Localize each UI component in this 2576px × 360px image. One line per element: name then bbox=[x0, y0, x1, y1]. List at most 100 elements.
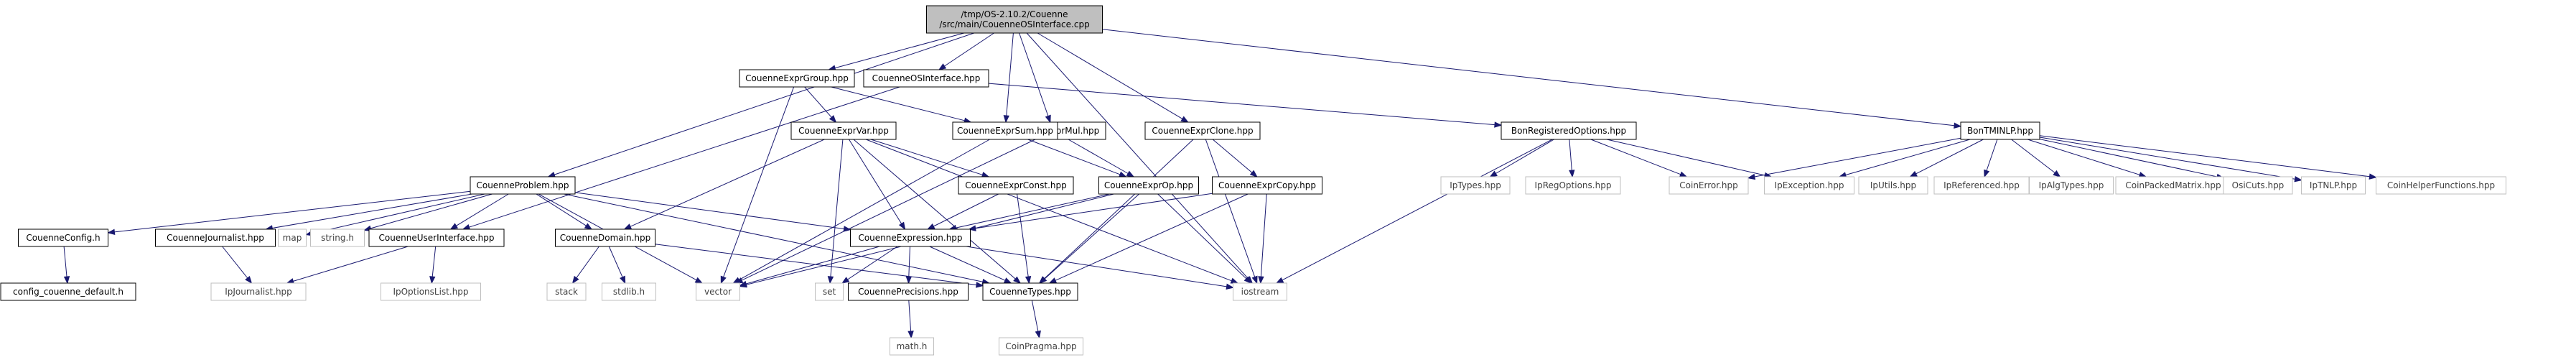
node-label: stack bbox=[555, 287, 578, 297]
node-couenneexprgroup-hpp[interactable]: CouenneExprGroup.hpp bbox=[739, 69, 855, 88]
edge-exprvar-to-expression bbox=[849, 139, 906, 231]
node-box bbox=[155, 229, 276, 247]
node-box bbox=[952, 121, 1058, 140]
edge-config-to-configdefault bbox=[63, 246, 70, 285]
edge-problem-to-domain bbox=[536, 193, 593, 230]
node-couenneexprconst-hpp[interactable]: CouenneExprConst.hpp bbox=[958, 176, 1074, 195]
edge-domain-to-stack bbox=[571, 246, 599, 285]
node-bontminlp-hpp[interactable]: BonTMINLP.hpp bbox=[1960, 121, 2040, 140]
node-box bbox=[2376, 176, 2506, 195]
edge-line bbox=[1754, 137, 1961, 177]
node-couenneexprclone-hpp[interactable]: CouenneExprClone.hpp bbox=[1144, 121, 1261, 140]
node-couenneexprsum-hpp[interactable]: CouenneExprSum.hpp bbox=[952, 121, 1058, 140]
node-label: CouennePrecisions.hpp bbox=[858, 287, 958, 297]
node-bonregisteredoptions-hpp[interactable]: BonRegisteredOptions.hpp bbox=[1501, 121, 1637, 140]
edge-bonregopts-to-ipexception bbox=[1606, 139, 1773, 179]
edge-line bbox=[929, 246, 1006, 281]
node-couenneproblem-hpp[interactable]: CouenneProblem.hpp bbox=[470, 176, 576, 195]
edge-line bbox=[1260, 193, 1267, 277]
edge-arrowhead bbox=[547, 171, 556, 177]
edge-line bbox=[431, 246, 437, 277]
node-label: OsiCuts.hpp bbox=[2232, 180, 2285, 190]
edge-arrowhead bbox=[1126, 170, 1135, 177]
node-box bbox=[848, 282, 969, 301]
edge-line bbox=[1044, 139, 1194, 280]
edge-arrowhead bbox=[63, 276, 70, 285]
edge-arrowhead bbox=[1226, 283, 1234, 290]
edge-line bbox=[272, 193, 472, 229]
edge-line bbox=[574, 192, 844, 229]
edge-osiface-to-bonregopts bbox=[988, 83, 1503, 128]
edge-line bbox=[741, 139, 1036, 281]
edge-arrowhead bbox=[449, 223, 459, 230]
edge-line bbox=[1027, 139, 1121, 175]
node-couenneuserinterface-hpp[interactable]: CouenneUserInterface.hpp bbox=[368, 229, 505, 247]
node-couenneexprop-hpp[interactable]: CouenneExprOp.hpp bbox=[1098, 176, 1199, 195]
edge-userinterface-to-ipjournalist bbox=[286, 246, 409, 285]
node-couennetypes-hpp[interactable]: CouenneTypes.hpp bbox=[982, 282, 1078, 301]
node-couenneprecisions-hpp[interactable]: CouennePrecisions.hpp bbox=[848, 282, 969, 301]
edge-arrowhead bbox=[926, 223, 935, 230]
node-couenneconfig-h[interactable]: CouenneConfig.h bbox=[18, 229, 108, 247]
node-box bbox=[1960, 121, 2040, 140]
edge-line bbox=[1495, 139, 1554, 174]
edge-arrowhead bbox=[1275, 277, 1284, 284]
edge-arrowhead bbox=[1243, 276, 1252, 284]
edge-line bbox=[564, 193, 984, 282]
edge-line bbox=[370, 193, 493, 229]
edge-line bbox=[1037, 32, 1183, 119]
node-label: CouenneExprClone.hpp bbox=[1152, 126, 1253, 136]
edge-exprgroup-to-exprvar bbox=[804, 86, 837, 124]
edge-line bbox=[312, 193, 485, 234]
node-box bbox=[2223, 176, 2293, 195]
edge-arrowhead bbox=[1180, 116, 1189, 123]
edge-exprgroup-to-vector bbox=[720, 86, 795, 285]
edge-arrowhead bbox=[429, 276, 436, 285]
edge-line bbox=[830, 139, 844, 277]
edge-arrowhead bbox=[827, 276, 834, 285]
node-box bbox=[381, 282, 481, 301]
edge-arrowhead bbox=[694, 277, 704, 284]
edge-arrowhead bbox=[1003, 115, 1009, 124]
edge-line bbox=[1031, 300, 1039, 332]
edge-line bbox=[1006, 32, 1014, 116]
edge-line bbox=[1569, 139, 1572, 171]
edge-arrowhead bbox=[739, 280, 747, 287]
edge-expression-to-iostream bbox=[966, 246, 1234, 290]
node-osicuts-hpp: OsiCuts.hpp bbox=[2223, 176, 2293, 195]
node-couennejournalist-hpp[interactable]: CouenneJournalist.hpp bbox=[155, 229, 276, 247]
node-couenneexprcopy-hpp[interactable]: CouenneExprCopy.hpp bbox=[1212, 176, 1322, 195]
edge-line bbox=[834, 32, 964, 69]
node-box bbox=[210, 282, 307, 301]
node-couennedomain-hpp[interactable]: CouenneDomain.hpp bbox=[555, 229, 655, 247]
edge-line bbox=[739, 139, 990, 281]
node-ipoptionslist-hpp: IpOptionsList.hpp bbox=[381, 282, 481, 301]
edge-line bbox=[849, 139, 902, 224]
edge-line bbox=[2039, 135, 2370, 177]
node-math-h: math.h bbox=[890, 337, 934, 356]
node-couenneexprvar-hpp[interactable]: CouenneExprVar.hpp bbox=[790, 121, 897, 140]
edge-arrowhead bbox=[2294, 175, 2302, 183]
node-box bbox=[1525, 176, 1621, 195]
edge-line bbox=[1019, 32, 1049, 116]
node-config-couenne-default-h[interactable]: config_couenne_default.h bbox=[0, 282, 136, 301]
edge-line bbox=[1282, 139, 1553, 281]
edge-exprcopy-to-expression bbox=[968, 193, 1213, 231]
node-box bbox=[1669, 176, 1749, 195]
edge-line bbox=[1044, 193, 1139, 280]
node-label: CouenneExprConst.hpp bbox=[965, 180, 1066, 190]
node-ipreferenced-hpp: IpReferenced.hpp bbox=[1933, 176, 2030, 195]
node-couenneexpression-hpp[interactable]: CouenneExpression.hpp bbox=[850, 229, 971, 247]
edge-exprconst-to-expression bbox=[926, 193, 999, 230]
node-string-h: string.h bbox=[310, 229, 365, 247]
edge-exprsum-to-vector bbox=[732, 139, 990, 284]
edge-root-to-exprmul bbox=[1019, 32, 1051, 124]
edge-line bbox=[1606, 139, 1765, 176]
node-couenneosinterface-hpp[interactable]: CouenneOSInterface.hpp bbox=[863, 69, 989, 88]
edge-arrowhead bbox=[584, 223, 593, 230]
graph-edges bbox=[63, 29, 2377, 339]
edge-exprvar-to-iostream bbox=[865, 139, 1239, 284]
node-couenneosinterface-cpp[interactable]: /tmp/OS-2.10.2/Couenne/src/main/CouenneO… bbox=[926, 5, 1103, 34]
edge-line bbox=[469, 86, 900, 228]
node-coinpragma-hpp: CoinPragma.hpp bbox=[999, 337, 1083, 356]
